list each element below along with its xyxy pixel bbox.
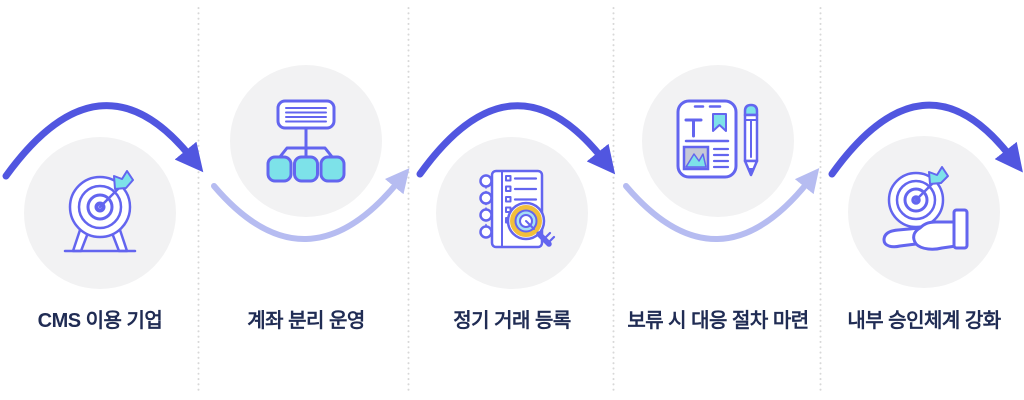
- arrow-arc-5: [828, 101, 1023, 178]
- arrow-arc-4: [623, 167, 820, 242]
- hand-holding-target-icon: [882, 166, 969, 251]
- step-label-2: 계좌 분리 운영: [247, 309, 365, 332]
- flow-arrows: [2, 101, 1023, 242]
- org-chart-icon: [266, 99, 346, 183]
- arrow-arc-1: [2, 102, 204, 180]
- ledger-magnifier-icon: [479, 169, 556, 249]
- step-label-5: 내부 승인체계 강화: [847, 309, 1001, 332]
- step-label-3: 정기 거래 등록: [453, 309, 571, 332]
- step-label-1: CMS 이용 기업: [37, 309, 163, 332]
- dartboard-target-icon: [63, 170, 137, 253]
- arrow-arc-3: [416, 102, 616, 178]
- column-dividers: [197, 7, 822, 393]
- arrow-arc-2: [211, 168, 410, 242]
- step-label-4: 보류 시 대응 절차 마련: [627, 309, 809, 332]
- clipboard-pencil-icon: [676, 99, 759, 179]
